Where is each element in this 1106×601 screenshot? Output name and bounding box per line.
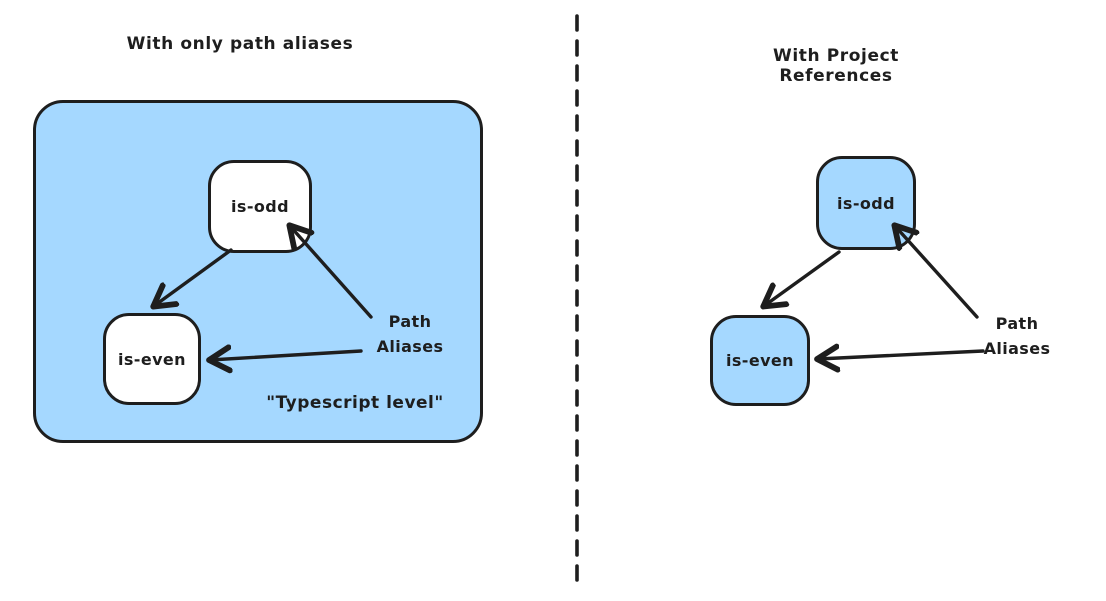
- path-aliases-right-line2: Aliases: [983, 338, 1051, 358]
- node-is-odd-right: is-odd: [816, 156, 916, 250]
- typescript-level-container: [33, 100, 483, 443]
- arrow-right-aliases-to-iseven-icon: [818, 351, 985, 359]
- arrow-right-isodd-to-iseven-icon: [764, 250, 841, 306]
- node-is-odd-left: is-odd: [208, 160, 312, 253]
- path-aliases-left-line2: Aliases: [376, 336, 444, 356]
- left-panel-title: With only path aliases: [126, 34, 354, 54]
- right-panel-title: With Project References: [772, 46, 899, 86]
- path-aliases-right-line1: Path: [995, 314, 1039, 333]
- path-aliases-left-line1: Path: [388, 312, 432, 331]
- node-is-even-left-label: is-even: [118, 349, 186, 369]
- node-is-odd-left-label: is-odd: [231, 197, 289, 216]
- node-is-even-left: is-even: [103, 313, 201, 405]
- node-is-odd-right-label: is-odd: [837, 193, 895, 213]
- node-is-even-right-label: is-even: [726, 351, 794, 370]
- typescript-level-caption: "Typescript level": [266, 393, 444, 413]
- path-aliases-label-left: Path Aliases: [363, 310, 457, 360]
- node-is-even-right: is-even: [710, 315, 810, 406]
- path-aliases-label-right: Path Aliases: [970, 312, 1064, 362]
